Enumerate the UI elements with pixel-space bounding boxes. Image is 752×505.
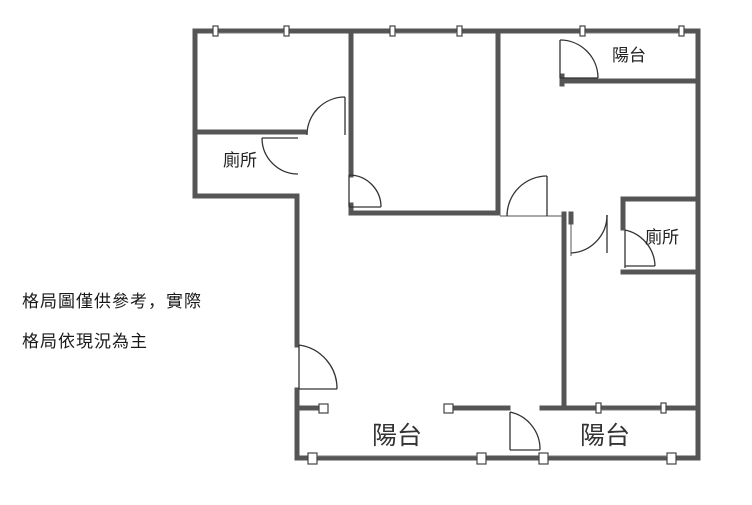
window-marker — [538, 452, 549, 465]
door-bedroom-1 — [306, 96, 346, 136]
door-balcony-top — [559, 39, 599, 79]
window-glass — [218, 32, 679, 457]
door-right-hall — [570, 214, 608, 254]
door-bedroom-2 — [348, 174, 382, 208]
door-arc — [261, 137, 299, 175]
door-toilet-right — [624, 229, 656, 268]
door-arc — [509, 411, 541, 451]
door-arc — [624, 229, 656, 267]
label-toilet-left: 廁所 — [223, 150, 257, 171]
window-marker — [476, 452, 487, 465]
window-marker — [443, 403, 454, 414]
window-marker — [666, 452, 677, 465]
door-toilet-left — [261, 137, 299, 175]
window-marker — [678, 25, 685, 37]
window-marker — [579, 25, 586, 37]
door-arc — [348, 174, 382, 208]
door-arc — [298, 344, 338, 390]
label-balcony-bottom-left: 陽台 — [372, 421, 422, 450]
window-marker — [212, 25, 219, 37]
window-marker — [660, 402, 667, 414]
walls — [192, 28, 701, 461]
door-bottom-balcony — [509, 411, 541, 451]
window-marker — [283, 25, 290, 37]
door-master-bedroom — [506, 175, 548, 217]
window-marker — [318, 403, 329, 414]
door-arc — [570, 214, 608, 254]
thin-lines — [500, 215, 572, 256]
disclaimer-line-2: 格局依現況為主 — [22, 332, 148, 352]
window-marker — [456, 25, 463, 37]
door-living-balcony — [298, 344, 338, 390]
label-toilet-right: 廁所 — [645, 227, 679, 248]
doors — [261, 39, 656, 451]
window-marker — [595, 402, 602, 414]
label-balcony-bottom-right: 陽台 — [580, 421, 630, 450]
door-arc — [559, 39, 599, 79]
door-arc — [506, 175, 548, 217]
window-marker — [307, 452, 318, 465]
label-balcony-top-right: 陽台 — [612, 46, 646, 66]
disclaimer-line-1: 格局圖僅供參考，實際 — [22, 292, 202, 312]
window-marker — [389, 25, 396, 37]
windows — [212, 25, 685, 465]
door-arc — [306, 96, 346, 136]
